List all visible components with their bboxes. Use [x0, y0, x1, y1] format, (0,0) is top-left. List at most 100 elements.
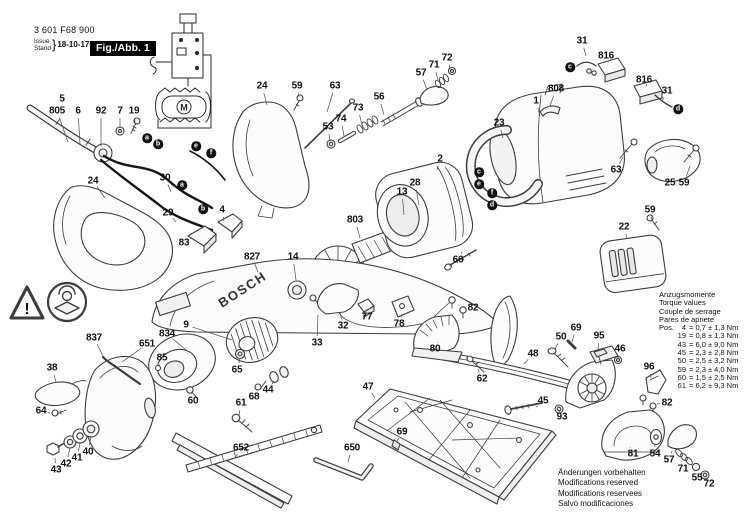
part-callout-78: 78 [393, 318, 405, 330]
allen-key [313, 457, 374, 481]
leader-line-4 [222, 216, 225, 222]
part-callout-30: 30 [159, 172, 171, 184]
bevel-quadrant [547, 339, 623, 409]
base-plate [353, 388, 557, 505]
part-callout-32: 32 [337, 320, 349, 332]
leader-line-651 [121, 347, 142, 363]
part-callout-42: 42 [60, 458, 72, 470]
leader-line-28 [415, 189, 420, 206]
part-callout-25: 25 [664, 177, 676, 189]
modification-note-line: Modifications reservees [558, 488, 643, 498]
letter-marker-c: c [565, 62, 575, 72]
leader-line-95 [597, 342, 599, 351]
part-callout-47: 47 [362, 381, 374, 393]
part-callout-71: 71 [677, 463, 689, 475]
part-callout-48: 48 [527, 348, 539, 360]
motor-housing [489, 83, 625, 205]
torque-row: Pos.4= 0,7 ± 1,3 Nm [659, 323, 739, 333]
letter-marker-f: f [487, 188, 497, 198]
leader-line-827 [254, 263, 259, 273]
leader-line-65 [238, 358, 241, 364]
part-callout-45: 45 [537, 395, 549, 407]
leader-line-33 [316, 314, 319, 337]
guard-lever [34, 380, 87, 417]
part-callout-81: 81 [627, 448, 639, 460]
stand-label: Stand [34, 44, 51, 52]
part-callout-72: 72 [441, 52, 453, 64]
leader-line-96 [649, 373, 652, 379]
leader-line-29 [172, 217, 177, 223]
torque-title-line: Anzugsmomente [659, 290, 716, 299]
part-callout-96: 96 [643, 361, 655, 373]
leader-line-74 [341, 125, 345, 137]
issue-date: 18-10-17 [57, 40, 90, 49]
part-callout-54: 54 [649, 448, 661, 460]
leader-line-652 [234, 453, 238, 459]
leader-line-69 [571, 334, 575, 343]
leader-line-59 [685, 165, 691, 177]
part-callout-22: 22 [618, 221, 630, 233]
part-callout-65: 65 [231, 364, 243, 376]
leader-line-30 [167, 184, 172, 193]
part-callout-4: 4 [219, 204, 225, 216]
part-callout-71: 71 [428, 59, 440, 71]
part-callout-808: 808 [547, 83, 565, 95]
motor-end-cover [599, 234, 667, 294]
leader-line-57 [422, 79, 428, 91]
depth-stop-hardware [293, 66, 457, 149]
part-callout-69: 69 [396, 426, 408, 438]
part-callout-44: 44 [262, 384, 274, 396]
letter-marker-b: b [153, 139, 163, 149]
part-callout-803: 803 [346, 214, 364, 226]
leader-line-63 [618, 156, 624, 164]
part-callout-61: 61 [235, 397, 247, 409]
part-callout-77: 77 [361, 311, 373, 323]
part-callout-63: 63 [329, 80, 341, 92]
part-callout-62: 62 [476, 373, 488, 385]
guard-spring-rod [101, 355, 142, 386]
leader-line-50 [554, 343, 559, 350]
leader-line-69 [396, 437, 399, 442]
cable-clip [539, 105, 561, 117]
part-callout-59: 59 [644, 204, 656, 216]
part-callout-74: 74 [335, 113, 347, 125]
leader-line-53 [328, 133, 331, 142]
housing-screws-and-cap [619, 138, 701, 231]
torque-row: 19= 0,8 ± 1,3 Nm [677, 331, 739, 341]
leader-line-22 [625, 233, 628, 239]
figure-label: Fig./Abb. 1 [90, 41, 156, 56]
part-callout-53: 53 [322, 121, 334, 133]
letter-marker-d: d [673, 104, 683, 114]
part-callout-2: 2 [437, 153, 443, 165]
part-callout-650: 650 [343, 442, 361, 454]
part-callout-805: 805 [48, 105, 66, 117]
part-callout-6: 6 [75, 105, 81, 117]
part-callout-651: 651 [138, 338, 156, 350]
leader-line-45 [535, 405, 538, 408]
warning-exclamation: ! [24, 301, 29, 318]
leader-line-73 [359, 114, 363, 126]
part-callout-837: 837 [85, 332, 103, 344]
leader-line-38 [53, 374, 57, 383]
leader-line-14 [293, 263, 297, 281]
leader-line-57 [670, 450, 673, 454]
bearing-and-bracket [287, 280, 375, 318]
torque-row: 43= 6,0 ± 9,0 Nm [677, 339, 739, 349]
part-callout-14: 14 [287, 251, 299, 263]
part-callout-80: 80 [429, 343, 441, 355]
leader-line-9 [192, 326, 233, 341]
stator [375, 161, 474, 259]
letter-marker-e: e [474, 179, 484, 189]
leader-line-41 [78, 442, 81, 452]
leader-line-1 [537, 107, 541, 117]
part-callout-64: 64 [35, 405, 47, 417]
part-callout-31: 31 [576, 35, 588, 47]
leader-line-48 [523, 358, 529, 365]
rear-handle [53, 185, 173, 291]
part-callout-73: 73 [352, 102, 364, 114]
leader-line-61 [238, 409, 241, 417]
leader-line-32 [339, 311, 342, 320]
